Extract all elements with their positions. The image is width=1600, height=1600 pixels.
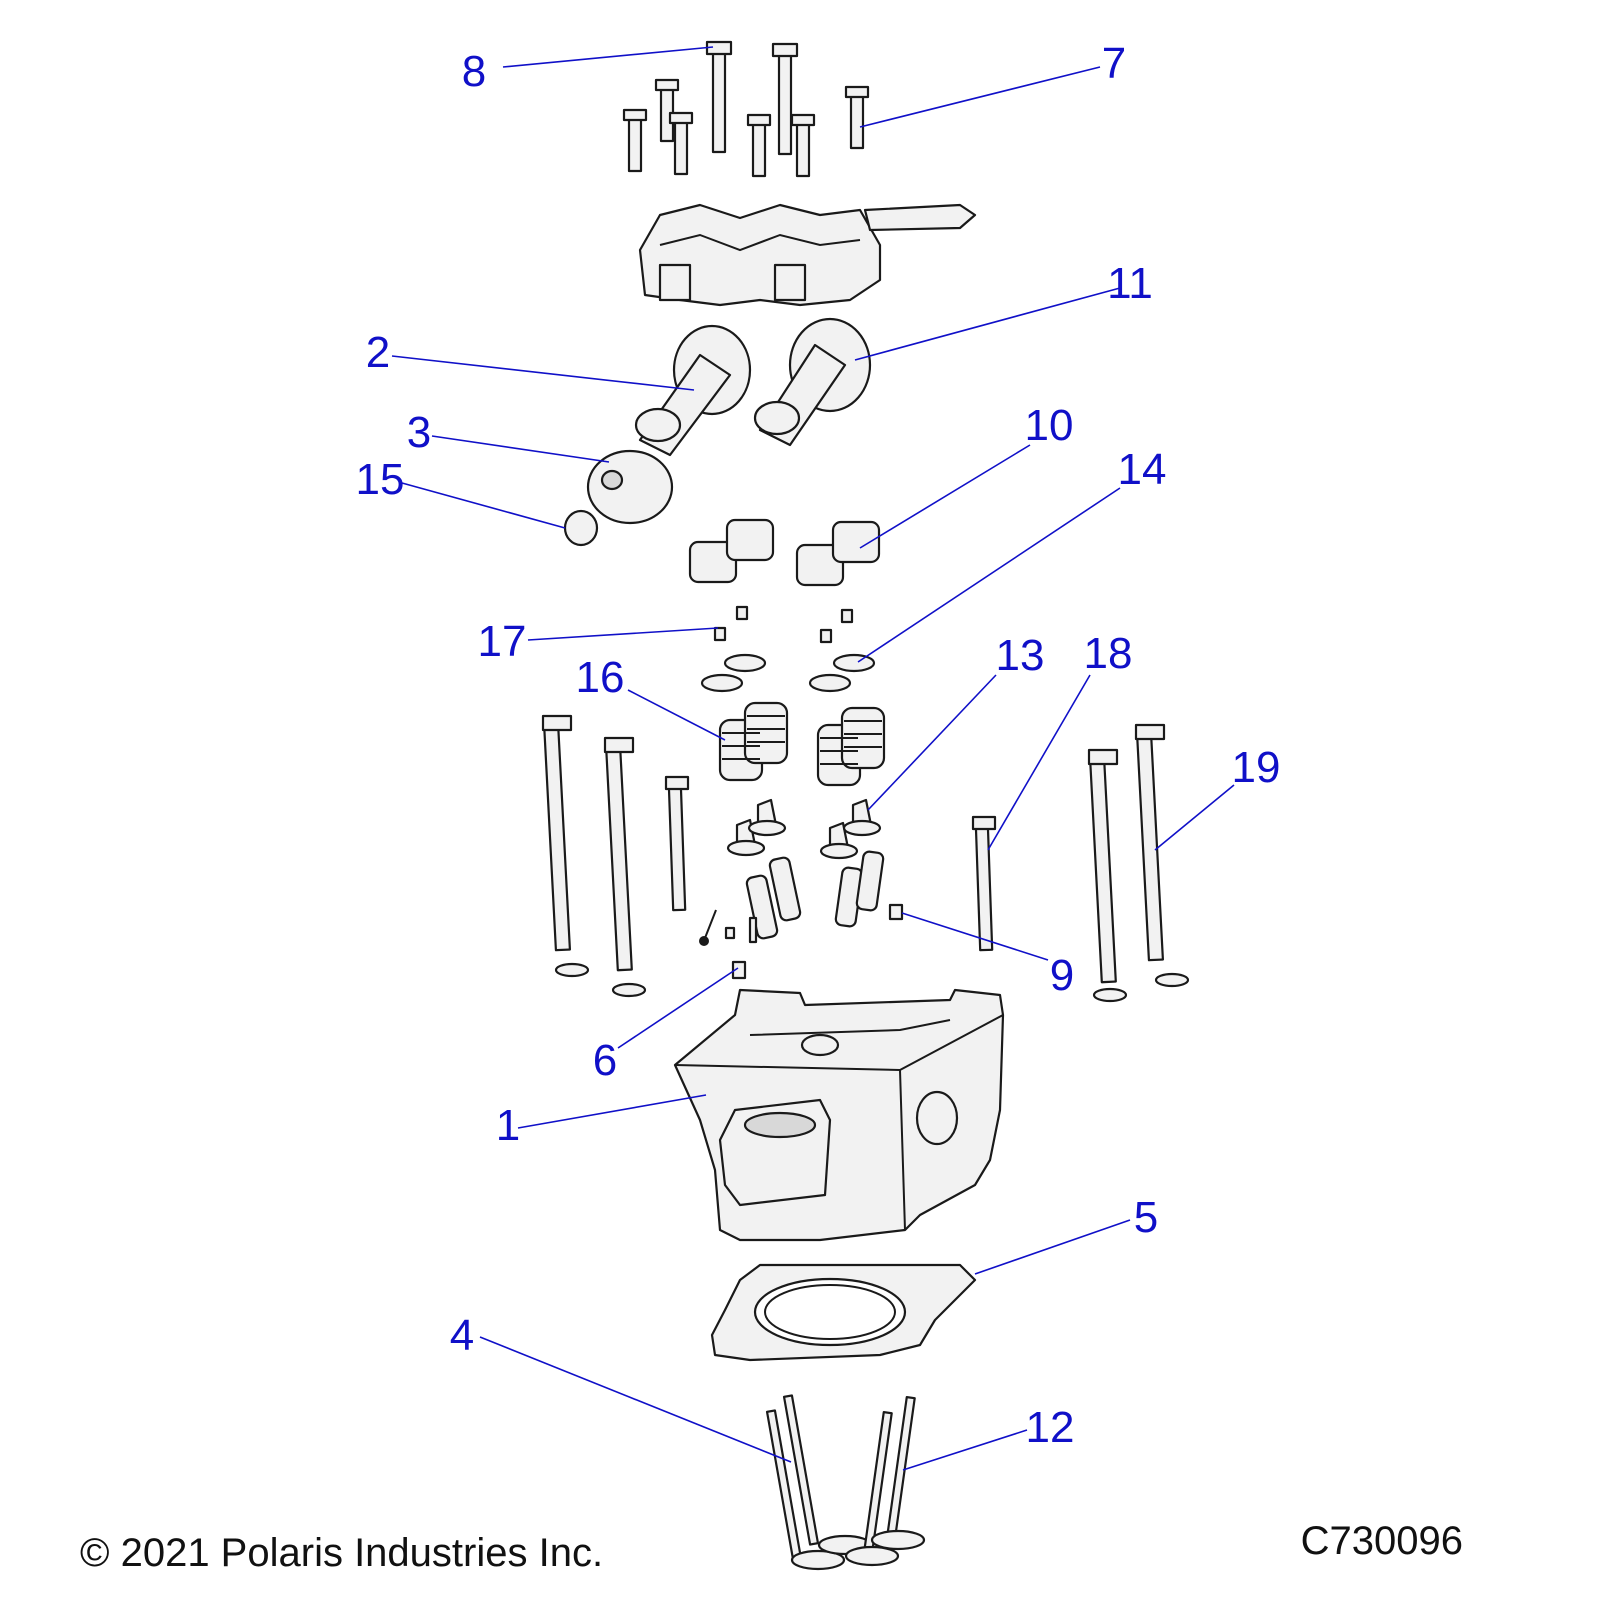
callout-2: 2 [366, 328, 390, 377]
callout-4: 4 [450, 1311, 474, 1360]
callout-18: 18 [1084, 629, 1133, 678]
callout-6: 6 [593, 1036, 617, 1085]
valve-keepers-retainers [700, 605, 876, 693]
callout-10: 10 [1025, 401, 1074, 450]
camshaft-cap-bolts [622, 40, 870, 178]
callout-14: 14 [1118, 445, 1167, 494]
callout-17: 17 [478, 617, 527, 666]
callout-9: 9 [1050, 951, 1074, 1000]
dowel-pins [699, 903, 904, 980]
callout-11: 11 [1107, 259, 1153, 308]
valve-tappets [688, 518, 881, 587]
valve-guides [745, 850, 885, 940]
callout-7: 7 [1102, 39, 1126, 88]
callout-labels: 8 7 11 2 3 15 10 14 17 16 13 18 19 9 6 1… [356, 39, 1281, 1452]
leader-lines [391, 46, 1235, 1471]
callout-8: 8 [462, 47, 486, 96]
copyright-notice: © 2021 Polaris Industries Inc. [80, 1531, 603, 1575]
cylinder-head [673, 988, 1005, 1242]
cylinder-head-bolts [541, 714, 1190, 1003]
callout-12: 12 [1026, 1403, 1075, 1452]
valve-stem-seals [726, 798, 882, 860]
callout-15: 15 [356, 455, 405, 504]
callout-3: 3 [407, 408, 431, 457]
callout-16: 16 [576, 653, 625, 702]
camshaft-carrier [638, 203, 977, 307]
camshafts [634, 317, 872, 457]
callout-5: 5 [1134, 1193, 1158, 1242]
callout-1: 1 [496, 1101, 520, 1150]
callout-13: 13 [996, 631, 1045, 680]
cylinder-head-gasket [710, 1263, 977, 1362]
cam-sprocket [563, 449, 674, 547]
drawing-number: C730096 [1301, 1519, 1463, 1563]
valve-springs [718, 701, 886, 787]
valves [765, 1394, 926, 1571]
part-drawings [541, 40, 1190, 1571]
callout-19: 19 [1232, 743, 1281, 792]
